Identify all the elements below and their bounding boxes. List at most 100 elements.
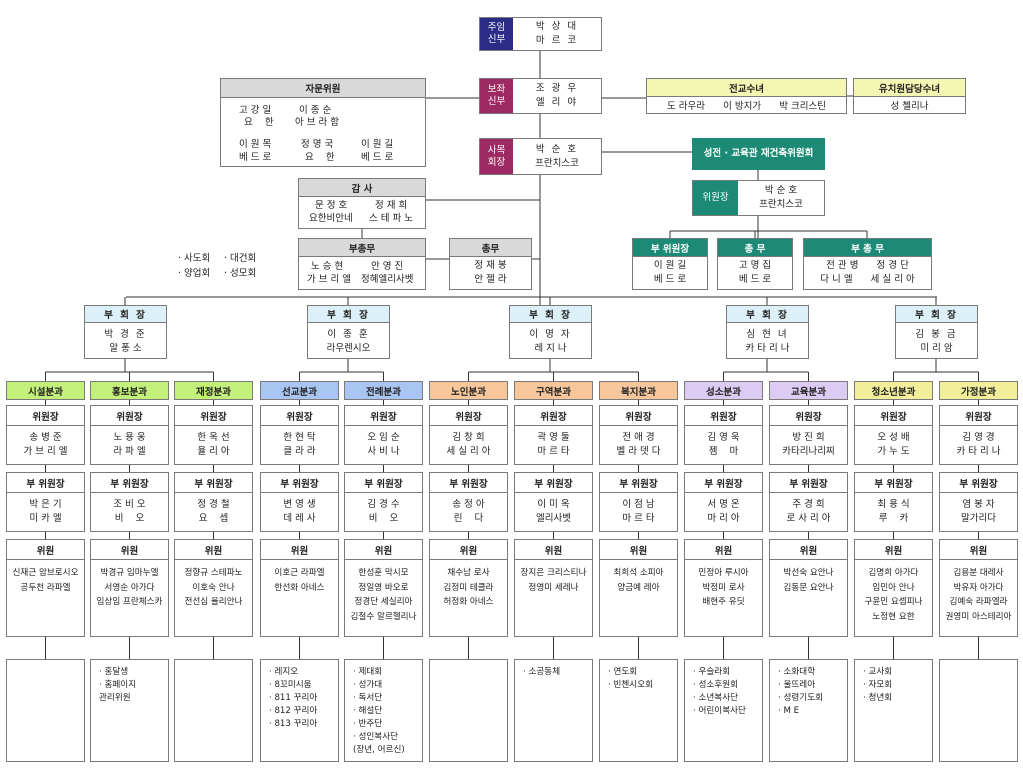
department-member: 노정현 요한 — [872, 611, 915, 622]
advisor-name: 이 원 목 — [239, 139, 272, 150]
department-chair-box: 위원장 노 용 웅 라 파 엘 — [90, 405, 169, 465]
bullet-icon: · — [353, 693, 359, 703]
department-chair-baptismal: 벨 라 뎃 다 — [616, 446, 661, 457]
department-member: 허정화 아네스 — [443, 597, 494, 607]
department-vice-chair-label: 부 위원장 — [685, 473, 762, 493]
department-header: 시설분과 — [6, 381, 85, 400]
department-member: 임민아 안나 — [872, 582, 915, 593]
bullet-icon: · — [523, 667, 529, 677]
department-member: 민정아 루시아 — [698, 568, 749, 578]
kindergarten-sister-box: 유치원담당수녀 성 첼리나 — [853, 78, 966, 114]
department-group-text: 성인복사단 (장년, 어르신) — [353, 732, 405, 755]
department-group-text: 8꼬미시움 — [274, 680, 312, 690]
department-group-text: 빈첸시오회 — [613, 680, 654, 690]
bullet-icon: · — [693, 680, 699, 690]
department-groups-box: · 레지오· 8꼬미시움· 811 꾸리아· 812 꾸리아· 813 꾸리아 — [260, 659, 339, 762]
department-groups-box: · 홍달생· 홈페이지 관리위원 — [90, 659, 169, 762]
department-chair-baptismal: 젬 마 — [708, 446, 739, 457]
advisor-baptismal: 아 브 라 함 — [295, 117, 340, 128]
department-vice-chair-box: 부 위원장 송 정 아 린 다 — [429, 472, 508, 532]
department-chair-label: 위원장 — [430, 406, 507, 426]
department-chair-name: 김 영 욱 — [707, 432, 740, 443]
department-chair-name: 방 진 희 — [792, 432, 825, 443]
department-header: 복지분과 — [599, 381, 678, 400]
department-chair-baptismal: 세 실 리 아 — [446, 446, 491, 457]
bullet-icon: · — [99, 680, 105, 690]
department-member: 신재근 암브로시오 — [12, 568, 79, 578]
department-group-text: 소년복사단 — [698, 693, 739, 703]
department-chair-label: 위원장 — [91, 406, 168, 426]
bullet-icon: · — [778, 667, 784, 677]
department-group-text: M E — [783, 706, 800, 716]
department-chair-box: 위원장 곽 영 둘 마 르 타 — [514, 405, 593, 465]
bullet-icon: · — [269, 667, 275, 677]
department-chair-baptismal: 카 타 리 나 — [956, 446, 1001, 457]
department-header: 재정분과 — [174, 381, 253, 400]
department-member: 김예숙 라파엘라 — [949, 597, 1008, 607]
department-groups-box — [429, 659, 508, 762]
department-group: · 자모회 — [863, 679, 932, 692]
department-chair-name: 전 애 경 — [622, 432, 655, 443]
bullet-icon: · — [778, 680, 784, 690]
vice-president-baptismal: 라우렌시오 — [326, 342, 371, 354]
department-vice-chair-baptismal: 마 르 타 — [622, 513, 655, 524]
department-group-text: 성령기도회 — [783, 693, 824, 703]
department-chair-box: 위원장 김 영 경 카 타 리 나 — [939, 405, 1018, 465]
department-group-text: 성가대 — [358, 680, 383, 690]
pastor-name: 박 상 대 — [535, 21, 579, 32]
department-member: 박유자 아가다 — [953, 582, 1004, 593]
vice-president-name: 김 봉 금 — [915, 328, 958, 340]
department-chair-box: 위원장 방 진 희 카타리나리찌 — [769, 405, 848, 465]
vice-president-title: 부 회 장 — [308, 306, 389, 323]
assistant-baptismal-name: 엘 리 야 — [535, 97, 579, 108]
department-vice-chair-name: 정 경 철 — [197, 499, 230, 510]
bullet-icon: · — [778, 706, 784, 716]
bullet-icon: · — [353, 680, 359, 690]
department-group-text: 레지오 — [274, 667, 299, 677]
assistant-pastor-box: 보좌 신부 조 광 우 엘 리 야 — [479, 78, 602, 114]
vice-president-title: 부 회 장 — [896, 306, 977, 323]
mission-sisters-title: 전교수녀 — [647, 79, 846, 97]
department-groups-box: · 제대회· 성가대· 독서단· 해설단· 반주단· 성인복사단 (장년, 어르… — [344, 659, 423, 762]
department-chair-baptismal: 율 리 아 — [197, 446, 230, 457]
department-vice-chair-box: 부 위원장 이 미 옥 엘리사벳 — [514, 472, 593, 532]
pastor-label: 주임 신부 — [480, 18, 513, 50]
vice-president-baptismal: 레 지 나 — [534, 342, 567, 354]
department-chair-baptismal: 카타리나리찌 — [782, 446, 835, 457]
department-member: 김정미 테클라 — [443, 582, 494, 593]
department-group: · 반주단 — [353, 718, 422, 731]
department-member: 채수남 로사 — [447, 568, 490, 578]
department-header: 청소년분과 — [854, 381, 933, 400]
department-members-label: 위원 — [430, 540, 507, 560]
department-member: 전선심 율리안나 — [184, 597, 243, 607]
pastor-box: 주임 신부 박 상 대 마 르 코 — [479, 17, 602, 51]
rebuild-general-affairs-box: 총 무 고 명 집 베 드 로 — [717, 238, 793, 290]
department-chair-baptismal: 라 파 엘 — [113, 446, 146, 457]
department-groups-box: · 교사회· 자모회· 청년회 — [854, 659, 933, 762]
kindergarten-sister-members: 성 첼리나 — [890, 101, 929, 112]
department-chair-label: 위원장 — [515, 406, 592, 426]
department-chair-baptismal: 사 비 나 — [367, 446, 400, 457]
department-group-text: 반주단 — [358, 719, 383, 729]
rebuild-vice-secretary-title: 부 총 무 — [804, 239, 931, 257]
department-group-text: 812 꾸리아 — [274, 706, 318, 716]
department-group: · 어린이복사단 — [693, 705, 762, 718]
department-group: · 홍달생 — [99, 666, 168, 679]
department-member: 박선숙 요안나 — [783, 568, 834, 578]
side-group-item: 대건회 — [224, 252, 256, 266]
department-group: · 성령기도회 — [778, 692, 847, 705]
department-header: 선교분과 — [260, 381, 339, 400]
department-vice-chair-name: 조 비 오 — [113, 499, 146, 510]
department-vice-chair-box: 부 위원장 조 비 오 비 오 — [90, 472, 169, 532]
department-chair-label: 위원장 — [7, 406, 84, 426]
department-chair-box: 위원장 한 현 탁 클 라 라 — [260, 405, 339, 465]
department-members-label: 위원 — [515, 540, 592, 560]
rebuild-vice-secretary-box: 부 총 무 전 관 병 정 경 단 다 니 엘 세 실 리 아 — [803, 238, 932, 290]
assistant-label-text: 보좌 신부 — [487, 84, 506, 107]
department-member: 최희석 소피아 — [613, 568, 664, 578]
side-group-item: 양업회 — [178, 267, 210, 281]
